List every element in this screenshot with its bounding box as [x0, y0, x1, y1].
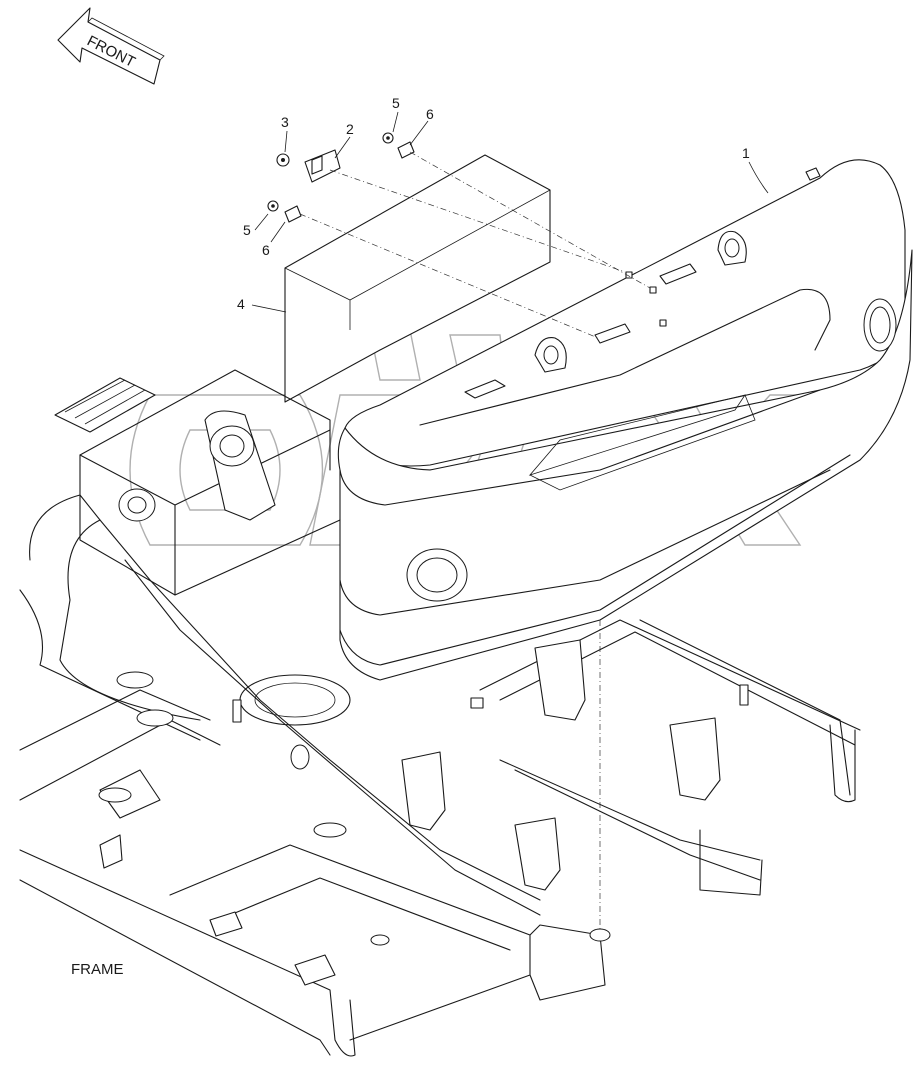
cover-plate [284, 154, 551, 403]
clip-6-top [397, 141, 415, 159]
bolt-3 [276, 153, 290, 167]
callout-2: 2 [346, 121, 354, 137]
callout-3: 3 [281, 114, 289, 130]
front-arrow-icon: FRONT [57, 7, 165, 85]
clip-6-lower [284, 205, 302, 223]
upper-frame [19, 369, 861, 1057]
callout-4: 4 [237, 296, 245, 312]
callout-1: 1 [742, 145, 750, 161]
leader-lines [251, 111, 769, 313]
bolt-5-top [382, 132, 394, 144]
view-label: FRAME [71, 961, 124, 978]
bolt-5-lower [267, 200, 279, 212]
callout-labels: 1 2 3 4 5 5 6 6 [237, 95, 750, 312]
callout-6-lower: 6 [262, 242, 270, 258]
callout-5-lower: 5 [243, 222, 251, 238]
callout-5-top: 5 [392, 95, 400, 111]
assembly-centerlines [299, 151, 651, 930]
callout-6-top: 6 [426, 106, 434, 122]
counterweight [337, 159, 913, 681]
bracket-2 [304, 149, 341, 183]
